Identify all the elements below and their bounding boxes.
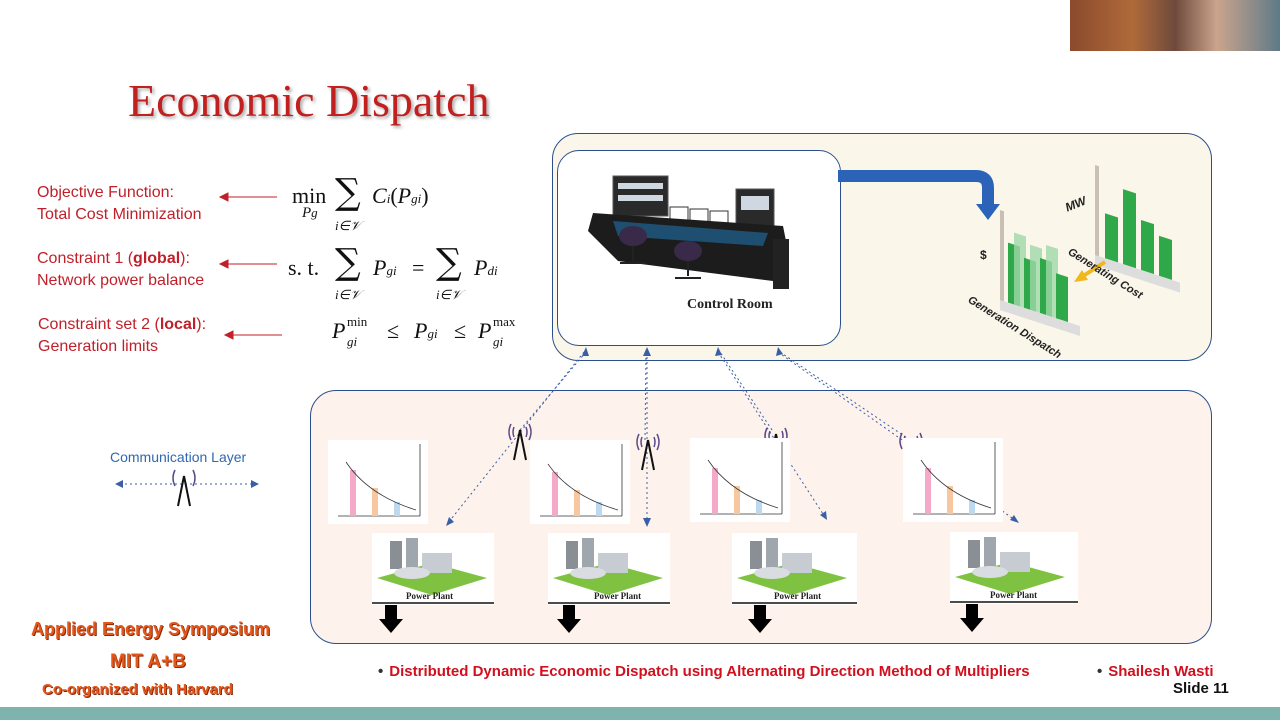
slide-title: Economic Dispatch	[128, 75, 490, 126]
constraint2-label-bold: local	[159, 316, 197, 333]
chair-icon	[619, 226, 647, 246]
sum-index-lhs: i∈𝒱	[335, 287, 361, 302]
constraint2-label-pre: Constraint set 2 (	[38, 316, 160, 333]
pgi-mid: P	[414, 318, 428, 343]
power-plant-label: Power Plant	[990, 590, 1038, 600]
control-room-illustration	[588, 175, 789, 289]
paren-close: )	[421, 183, 429, 208]
footer-author: • Shailesh Wasti	[1097, 663, 1214, 680]
power-plant-1: Power Plant	[372, 533, 494, 635]
constraint2-label-line2: Generation limits	[38, 338, 159, 355]
pgi-lhs-sub: gi	[386, 263, 397, 278]
symposium-line2: MIT A+B	[110, 651, 186, 672]
leq-2: ≤	[454, 318, 467, 343]
constraint2-label-post: ):	[196, 316, 207, 333]
cost-fn: C	[372, 183, 387, 208]
reference-text: Distributed Dynamic Economic Dispatch us…	[389, 663, 1030, 680]
sum-symbol-lhs: ∑	[335, 242, 361, 283]
bullet: •	[1097, 663, 1103, 680]
power-plant-2: Power Plant	[548, 533, 670, 635]
constraint2-label: Constraint set 2 (local): Generation lim…	[38, 314, 206, 358]
power-plant-3: Power Plant	[732, 533, 857, 635]
sum-index: i∈𝒱	[335, 218, 361, 233]
power-plant-4: Power Plant	[950, 532, 1078, 634]
communication-legend	[115, 469, 259, 507]
pmin-sup: min	[347, 314, 368, 329]
pgi-sub: gi	[411, 191, 422, 206]
leq-1: ≤	[387, 318, 400, 343]
antenna-icon	[508, 423, 532, 461]
mini-cost-chart	[328, 440, 428, 524]
label-arrows	[218, 192, 282, 340]
power-plant-icon	[950, 532, 1078, 632]
objective-label-line2: Total Cost Minimization	[37, 206, 202, 223]
webcam-overlay	[1070, 0, 1280, 51]
pgi-mid-sub: gi	[427, 326, 438, 341]
dispatch-arrow	[838, 170, 1000, 220]
pgi-lhs: P	[373, 255, 387, 280]
paren-open: (	[390, 183, 398, 208]
antenna-icon	[636, 433, 660, 471]
constraint1-label-bold: global	[133, 250, 181, 267]
mini-cost-chart	[903, 438, 1003, 522]
pdi-sub: di	[487, 263, 498, 278]
sum-symbol-rhs: ∑	[436, 242, 462, 283]
pmax-sub: gi	[493, 334, 504, 349]
power-plant-label: Power Plant	[594, 591, 642, 601]
slide-number: Slide 11	[1173, 680, 1229, 697]
author-text: Shailesh Wasti	[1108, 663, 1214, 680]
mini-cost-chart	[690, 438, 790, 522]
objective-label-line1: Objective Function:	[37, 184, 174, 201]
footer-reference: • Distributed Dynamic Economic Dispatch u…	[378, 663, 1030, 680]
power-plant-label: Power Plant	[774, 591, 822, 601]
min-var-sub: g	[311, 205, 318, 220]
constraint1-label-line2: Network power balance	[37, 272, 205, 289]
mini-cost-chart	[530, 440, 630, 524]
sum-index-rhs: i∈𝒱	[436, 287, 462, 302]
sum-symbol: ∑	[335, 172, 361, 213]
st-text: s. t.	[288, 255, 320, 280]
equals-sign: =	[412, 255, 425, 280]
objective-label: Objective Function: Total Cost Minimizat…	[37, 182, 202, 226]
control-room-label: Control Room	[687, 297, 773, 312]
pdi-var: P	[474, 255, 488, 280]
footer-bar	[0, 707, 1280, 720]
power-plant-icon	[548, 533, 670, 633]
cost-fn-sub: i	[386, 191, 391, 206]
dollar-label: $	[980, 248, 987, 262]
constraint1-label-pre: Constraint 1 (	[37, 250, 134, 267]
constraint1-label: Constraint 1 (global): Network power bal…	[37, 248, 204, 292]
control-room-box	[557, 150, 841, 346]
bullet: •	[378, 663, 384, 680]
constraint1-label-post: ):	[180, 250, 190, 267]
min-operator: min	[292, 183, 327, 208]
dispatch-cost-graphics	[1000, 165, 1180, 336]
chair-icon	[674, 241, 702, 261]
pmin-sub: gi	[347, 334, 358, 349]
pmax-sup: max	[493, 314, 516, 329]
min-var: P	[302, 205, 312, 221]
pmax-var: P	[478, 318, 492, 343]
pmin-var: P	[332, 318, 346, 343]
symposium-line1: Applied Energy Symposium	[31, 619, 271, 639]
power-plant-label: Power Plant	[406, 591, 454, 601]
communication-layer-label: Communication Layer	[110, 449, 247, 465]
pgi-var: P	[397, 183, 412, 208]
power-plant-icon	[732, 533, 857, 633]
symposium-line3: Co-organized with Harvard	[42, 681, 233, 698]
power-plant-icon	[372, 533, 494, 633]
